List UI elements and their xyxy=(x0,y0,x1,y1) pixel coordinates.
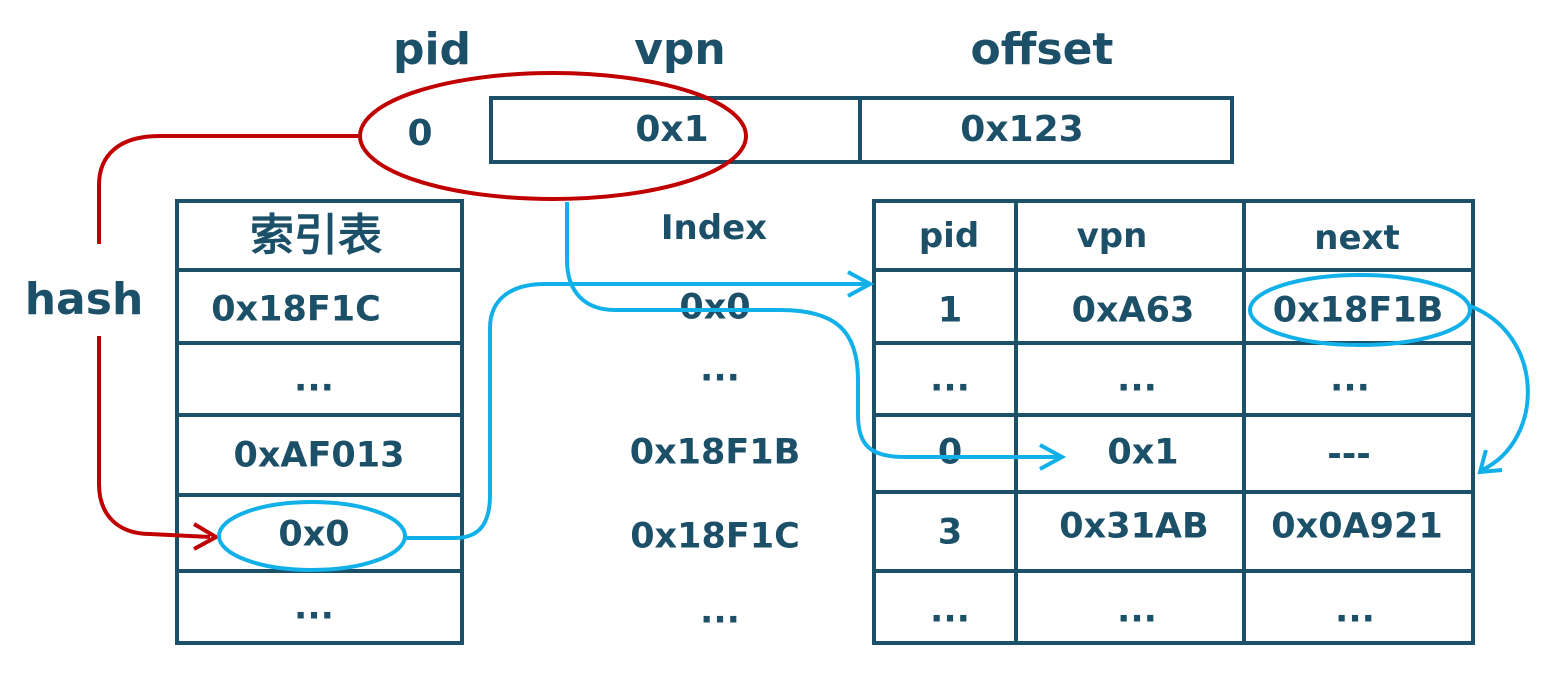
index-0x0-highlight-ellipse xyxy=(217,500,407,572)
index-table-divider xyxy=(175,341,464,345)
page-table-cell: --- xyxy=(1327,434,1371,475)
page-table-header-pid: pid xyxy=(918,216,980,256)
hash-arrowhead xyxy=(192,522,221,551)
index-column-title: Index xyxy=(660,208,768,248)
page-table-cell: 0x1 xyxy=(1107,432,1179,473)
page-table-header-next: next xyxy=(1314,218,1400,258)
hash-arrow-top xyxy=(97,134,358,244)
page-table-row-divider xyxy=(872,413,1475,417)
page-table-cell: 0x0A921 xyxy=(1271,506,1443,547)
index-table-divider xyxy=(175,268,464,272)
page-table-cell: ... xyxy=(1117,359,1157,400)
index-column-value: 0x18F1C xyxy=(630,516,800,557)
address-header-pid: pid xyxy=(392,24,472,75)
page-table-cell: 1 xyxy=(937,290,963,331)
page-table-cell: 0 xyxy=(937,432,963,473)
pid-vpn-highlight-ellipse xyxy=(358,71,748,201)
page-table-header-vpn: vpn xyxy=(1076,216,1148,256)
page-table-cell: ... xyxy=(930,590,970,631)
index-table-cell: ... xyxy=(294,359,334,400)
index-to-entry-arrow xyxy=(405,282,868,540)
next-pointer-arrowhead xyxy=(1477,449,1503,475)
vpn-to-index-arrowhead xyxy=(1039,443,1067,471)
next-0x18F1B-highlight-ellipse xyxy=(1248,273,1472,347)
page-table xyxy=(872,199,1475,645)
vpn-to-index-line xyxy=(565,202,1060,459)
address-offset-value: 0x123 xyxy=(960,109,1084,150)
page-table-cell: ... xyxy=(930,359,970,400)
index-table-divider xyxy=(175,493,464,497)
page-table-cell: 0xA63 xyxy=(1071,290,1195,331)
page-table-cell: ... xyxy=(1335,590,1375,631)
page-table-cell: 0x31AB xyxy=(1059,506,1209,547)
index-table-cell: ... xyxy=(294,587,334,628)
index-table-divider xyxy=(175,413,464,417)
page-table-col-divider xyxy=(1242,199,1246,645)
index-to-entry-arrowhead xyxy=(847,270,875,298)
hash-arrow-bottom xyxy=(97,336,211,539)
address-pid-value: 0 xyxy=(407,113,433,154)
index-table-cell: 0xAF013 xyxy=(233,435,405,476)
page-table-col-divider xyxy=(1014,199,1018,645)
address-header-vpn: vpn xyxy=(634,24,726,75)
index-table-title: 索引表 xyxy=(250,210,382,261)
index-column-value: ... xyxy=(700,349,740,390)
page-table-cell: ... xyxy=(1117,590,1157,631)
index-table xyxy=(175,199,464,645)
page-table-row-divider xyxy=(872,569,1475,573)
index-column-value: ... xyxy=(700,591,740,632)
hash-label: hash xyxy=(24,274,144,325)
page-table-cell: 3 xyxy=(937,512,963,553)
index-table-cell: 0x18F1C xyxy=(211,289,381,330)
address-header-offset: offset xyxy=(970,24,1114,75)
page-table-cell: ... xyxy=(1330,359,1370,400)
page-table-row-divider xyxy=(872,490,1475,494)
index-column-value: 0x0 xyxy=(679,287,751,328)
address-vpn-value: 0x1 xyxy=(635,109,709,150)
index-table-cell: 0x0 xyxy=(278,514,350,555)
next-pointer-arrow xyxy=(1469,304,1530,472)
page-table-row-divider xyxy=(872,341,1475,345)
page-table-row-divider xyxy=(872,268,1475,272)
index-column-value: 0x18F1B xyxy=(629,432,801,473)
page-table-cell: 0x18F1B xyxy=(1272,290,1444,331)
address-register-divider xyxy=(858,96,862,164)
